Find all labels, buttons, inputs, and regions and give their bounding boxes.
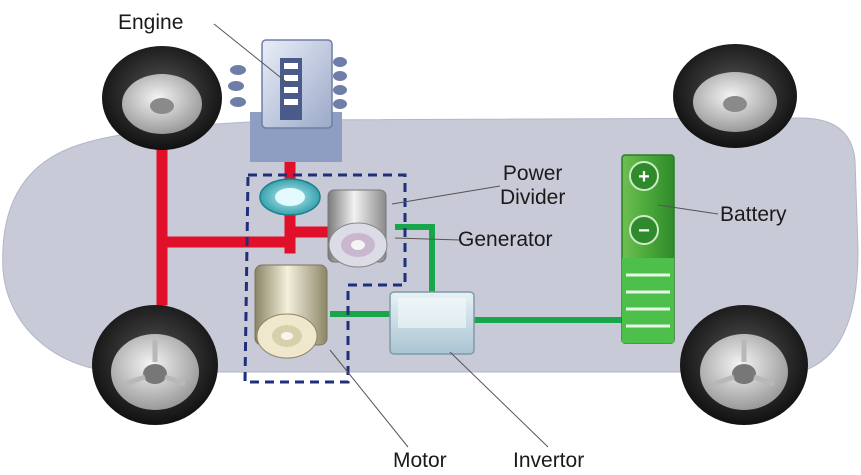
invertor-label: Invertor <box>513 449 585 472</box>
engine-label: Engine <box>118 11 184 34</box>
rear-right-wheel <box>680 305 808 425</box>
battery-negative-terminal: − <box>638 220 650 242</box>
motor-label: Motor <box>393 449 447 472</box>
generator-label: Generator <box>458 228 553 251</box>
power-divider-label-line1: Power <box>502 162 563 185</box>
motor <box>254 264 328 359</box>
front-left-wheel <box>102 46 222 150</box>
power-divider-group-outline <box>243 173 407 384</box>
battery-label: Battery <box>720 203 787 226</box>
power-divider-label-line2: Divider <box>500 186 566 209</box>
invertor <box>389 291 475 355</box>
generator <box>327 189 388 268</box>
power-divider-label: Power Divider <box>500 162 565 210</box>
rear-left-wheel <box>673 44 797 148</box>
engine-block <box>228 39 347 162</box>
battery-positive-terminal: + <box>638 166 650 188</box>
battery: + − <box>621 154 675 344</box>
electrical-connections <box>330 224 625 323</box>
power-divider <box>259 178 321 216</box>
front-right-wheel <box>92 305 218 425</box>
leader-lines <box>213 23 719 448</box>
